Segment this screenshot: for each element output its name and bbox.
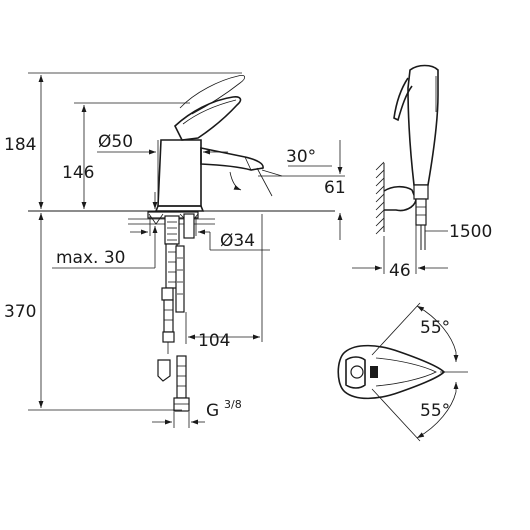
label-angle-30: 30° [286, 147, 316, 167]
rotation-line-lower [371, 388, 421, 442]
hose-fitting [415, 198, 427, 226]
label-max-30: max. 30 [56, 248, 125, 268]
faucet-body [157, 139, 202, 207]
label-diameter-34: Ø34 [220, 231, 255, 251]
lever-raised-outline [179, 75, 246, 115]
shower-head [407, 64, 439, 186]
hose-end-left [162, 331, 175, 343]
fixing-nut [183, 213, 195, 239]
faucet-top-view [337, 302, 468, 442]
label-rotation-right: 55° [420, 401, 450, 421]
lever-top-outline [337, 344, 446, 400]
label-104: 104 [198, 331, 230, 351]
label-46: 46 [389, 261, 411, 281]
wall-hatching [375, 161, 385, 235]
label-thread-g: G [206, 401, 219, 421]
spout-tip [244, 156, 252, 171]
lever-inner-contour [375, 357, 437, 387]
lever-rotation-arc [229, 171, 242, 191]
label-184: 184 [4, 135, 36, 155]
lever-highlight [182, 99, 237, 125]
supply-hose-lower [176, 355, 187, 399]
lever-joint [370, 366, 378, 378]
arc-55-lower [416, 391, 457, 439]
connection-nut [173, 397, 190, 412]
lever-handle [174, 96, 242, 141]
arc-55-upper [416, 305, 457, 353]
label-370: 370 [4, 302, 36, 322]
wall-holder [383, 185, 417, 212]
aerator [350, 365, 364, 379]
label-146: 146 [62, 163, 94, 183]
label-rotation-left: 55° [420, 318, 450, 338]
hose-tag [157, 359, 171, 382]
faucet-side-view [28, 75, 335, 412]
dimension-labels: 184 146 Ø50 30° 61 Ø34 max. 30 370 104 G… [4, 132, 492, 421]
spout [200, 147, 264, 171]
handle-connector [413, 184, 429, 200]
angle-ref-line-b [261, 169, 283, 177]
hose-left-lower [163, 299, 174, 333]
label-61: 61 [324, 178, 346, 198]
washer-detail-left [148, 213, 164, 225]
faucet-base [154, 205, 205, 212]
hand-shower-view [352, 64, 448, 274]
trigger-lever [393, 77, 413, 122]
hose-right [175, 245, 185, 313]
angle-ref-line-a [256, 167, 273, 197]
hose-left-upper [165, 243, 178, 289]
label-1500: 1500 [449, 222, 492, 242]
label-diameter-50: Ø50 [98, 132, 133, 152]
label-thread-fraction: 3/8 [224, 398, 242, 411]
rotation-line-upper [371, 302, 421, 356]
body-top [345, 356, 366, 389]
hose-connector-left [161, 287, 174, 301]
dimension-lines [28, 72, 345, 428]
